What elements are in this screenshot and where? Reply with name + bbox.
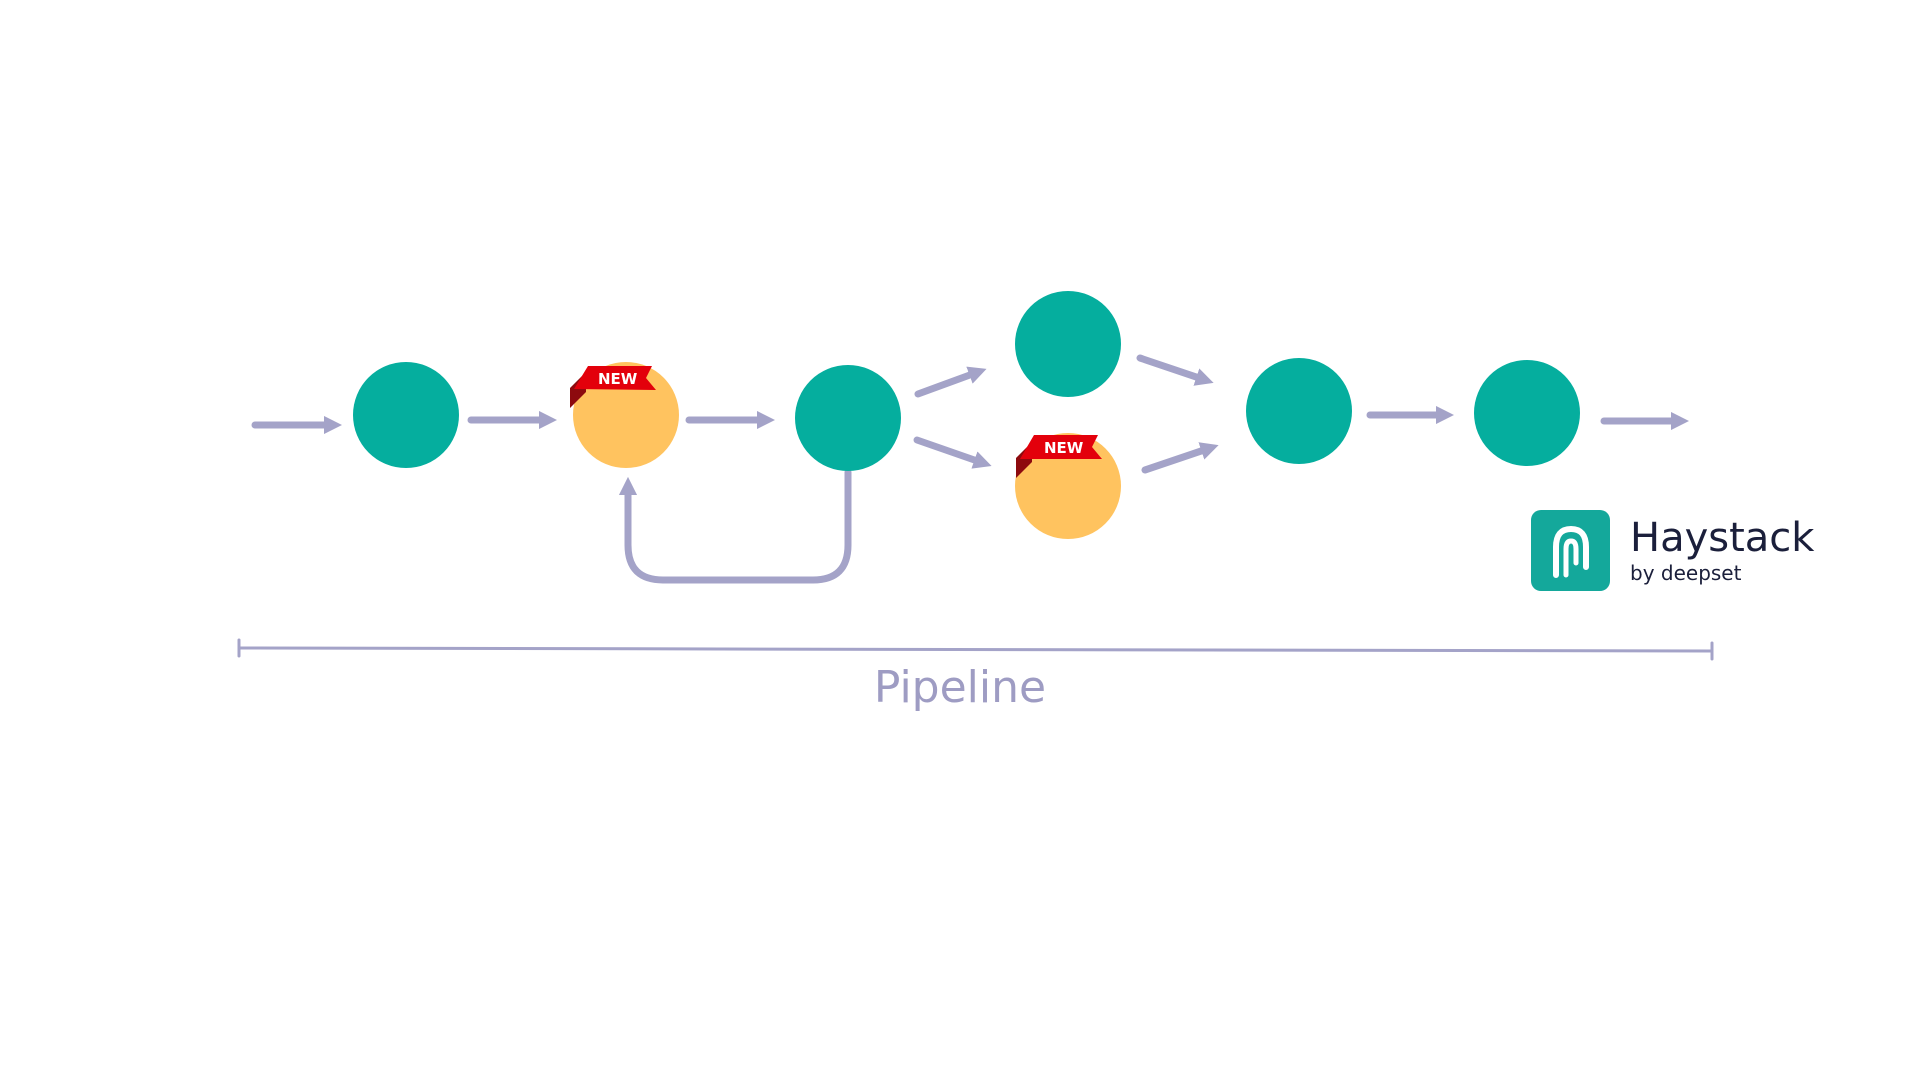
pipeline-span-bracket	[237, 638, 1714, 661]
component-node-3	[795, 365, 901, 471]
haystack-logo-icon	[1531, 510, 1610, 591]
new-badge-branch-component: NEW	[1016, 435, 1102, 478]
badge-label: NEW	[1044, 439, 1084, 457]
bracket-line	[237, 646, 1714, 653]
arrow-component3-to-upper-branch	[914, 366, 987, 398]
brand-subtitle: by deepset	[1630, 560, 1742, 585]
haystack-mark-glyph	[1552, 525, 1589, 578]
new-branch-component-node	[1015, 433, 1121, 539]
loop-back-arrow	[618, 468, 852, 584]
pipeline-label: Pipeline	[873, 662, 1047, 713]
arrow-lower-branch-to-merge	[1141, 442, 1219, 474]
haystack-logo: Haystack by deepset	[1531, 510, 1814, 591]
arrow-component3-to-lower-branch	[913, 436, 992, 469]
badge-ribbon	[1020, 435, 1102, 459]
arrow-upper-branch-to-merge	[1136, 354, 1214, 386]
badge-ribbon	[574, 366, 656, 390]
haystack-wordmark: Haystack by deepset	[1630, 516, 1814, 586]
new-badge-loop-component: NEW	[570, 366, 656, 408]
component-node-1	[353, 362, 459, 468]
merge-component-node	[1246, 358, 1352, 464]
brand-title: Haystack	[1630, 514, 1815, 561]
component-node-6	[1474, 360, 1580, 466]
upper-branch-component-node	[1015, 291, 1121, 397]
badge-label: NEW	[598, 370, 638, 388]
